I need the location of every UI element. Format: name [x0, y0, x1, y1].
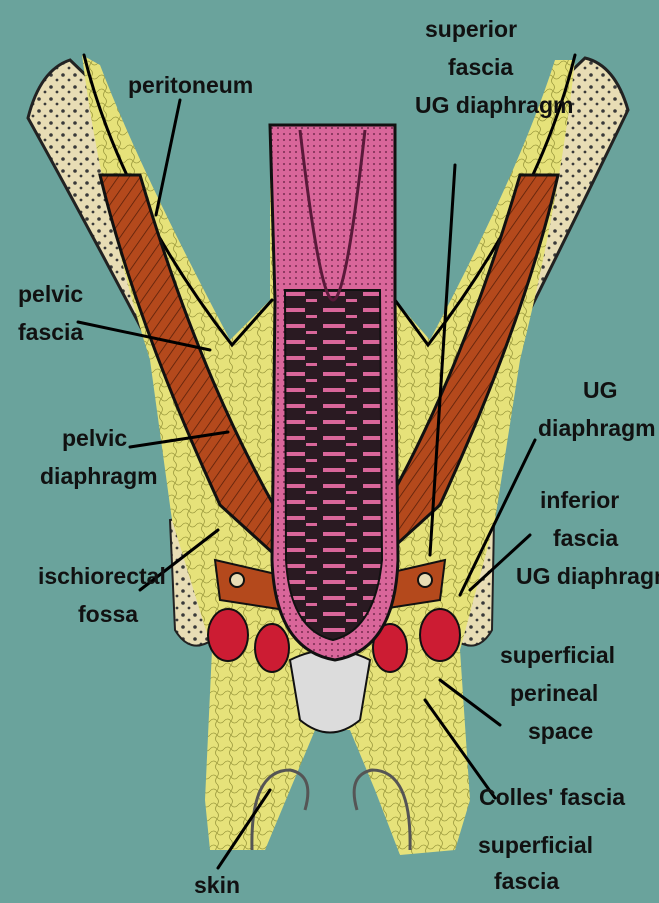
- left-pudendal-vessel: [230, 573, 244, 587]
- right-crus: [420, 609, 460, 661]
- label-colles-fascia: Colles' fascia: [479, 784, 625, 810]
- label-peritoneum: peritoneum: [128, 72, 253, 98]
- perineal-body: [290, 650, 370, 733]
- right-pudendal-vessel: [418, 573, 432, 587]
- rectal-lumen: [285, 290, 382, 640]
- left-crus: [208, 609, 248, 661]
- left-bulb: [255, 624, 289, 672]
- label-skin: skin: [194, 872, 240, 898]
